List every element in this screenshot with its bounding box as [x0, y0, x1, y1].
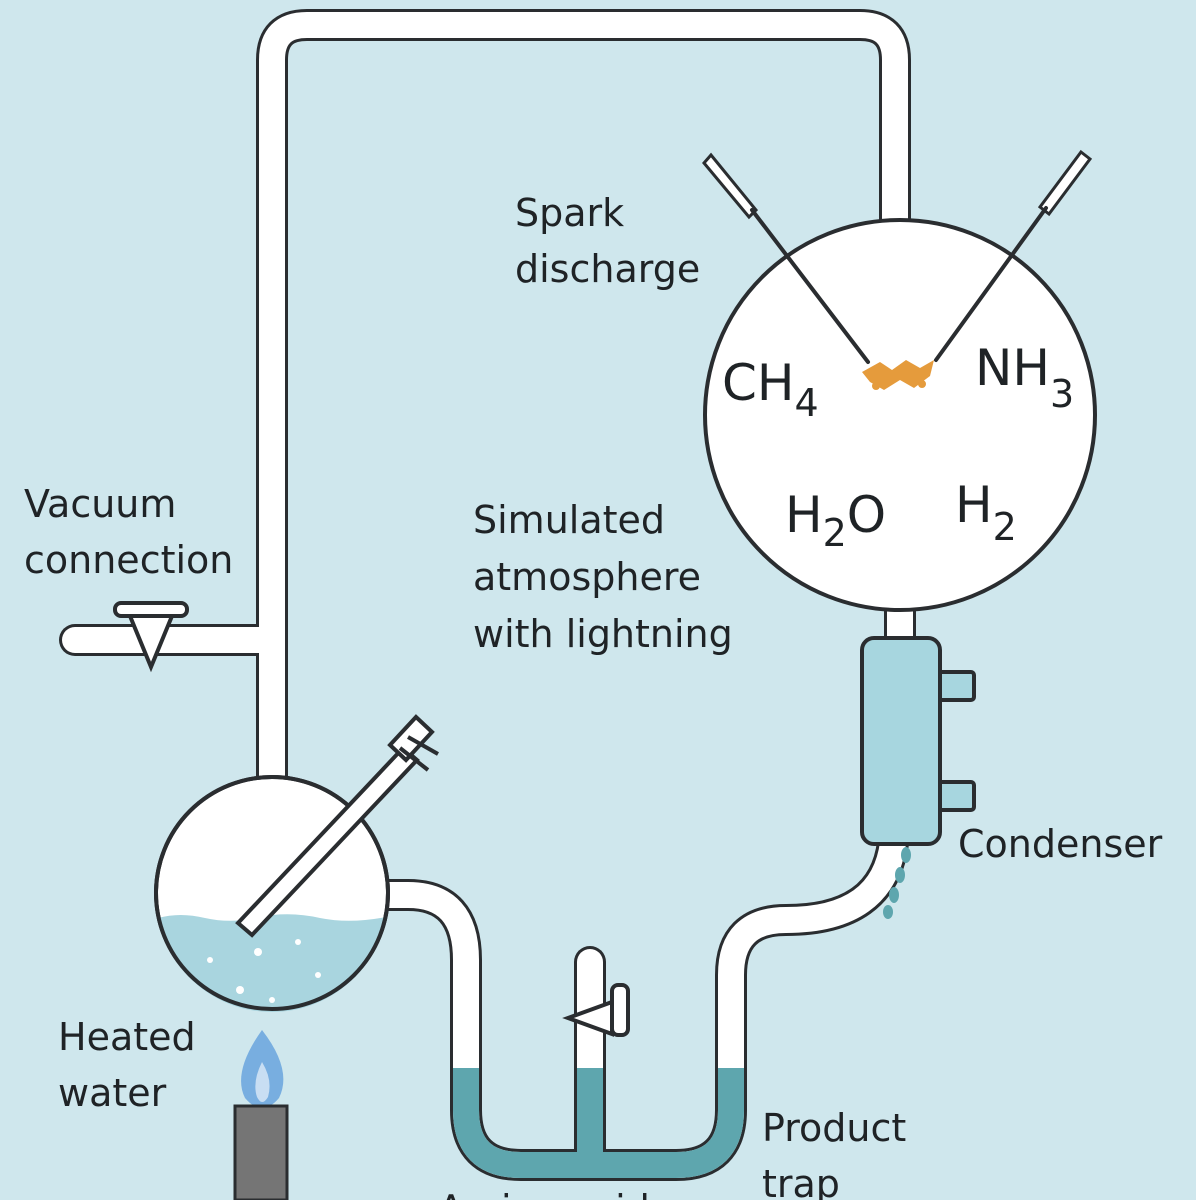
bubbles	[207, 939, 321, 1003]
flame-icon	[241, 1030, 284, 1108]
label-product-trap: Product trap	[762, 1106, 906, 1200]
svg-text:discharge: discharge	[515, 247, 700, 291]
label-condenser: Condenser	[958, 822, 1163, 866]
svg-text:CH4: CH4	[722, 354, 819, 425]
svg-text:H2O: H2O	[785, 486, 886, 555]
label-spark-discharge: Spark discharge	[515, 191, 700, 291]
svg-text:trap: trap	[762, 1162, 840, 1200]
spark-chamber	[702, 149, 1097, 612]
gas-h2: H2	[955, 476, 1017, 549]
svg-text:connection: connection	[24, 538, 233, 582]
stopcock-icon	[113, 601, 189, 673]
gas-ch4: CH4	[722, 354, 819, 425]
label-simulated-atmosphere: Simulated atmosphere with lightning	[473, 498, 733, 656]
label-heated-water: Heated water	[58, 1015, 196, 1115]
burner-icon	[233, 1104, 289, 1200]
condensate-drops	[883, 847, 911, 919]
svg-text:Simulated: Simulated	[473, 498, 665, 542]
stopcock-icon	[562, 983, 630, 1037]
inlet-tube	[235, 714, 439, 938]
condenser	[860, 636, 976, 846]
svg-text:Heated: Heated	[58, 1015, 196, 1059]
svg-text:atmosphere: atmosphere	[473, 555, 701, 599]
electrodes	[702, 149, 1093, 220]
label-amino-acids-cutoff: Amino acids	[438, 1187, 670, 1200]
svg-text:Spark: Spark	[515, 191, 624, 235]
gas-nh3: NH3	[975, 339, 1074, 416]
svg-text:with lightning: with lightning	[473, 612, 733, 656]
svg-text:Amino acids: Amino acids	[438, 1187, 670, 1200]
svg-text:water: water	[58, 1071, 167, 1115]
svg-text:NH3: NH3	[975, 339, 1074, 416]
label-vacuum-connection: Vacuum connection	[24, 482, 233, 582]
svg-text:Vacuum: Vacuum	[24, 482, 176, 526]
svg-text:Condenser: Condenser	[958, 822, 1163, 866]
product-trap-liquid	[453, 1068, 744, 1178]
gas-h2o: H2O	[785, 486, 886, 555]
svg-text:Product: Product	[762, 1106, 906, 1150]
spark-icon	[862, 360, 934, 390]
svg-text:H2: H2	[955, 476, 1017, 549]
